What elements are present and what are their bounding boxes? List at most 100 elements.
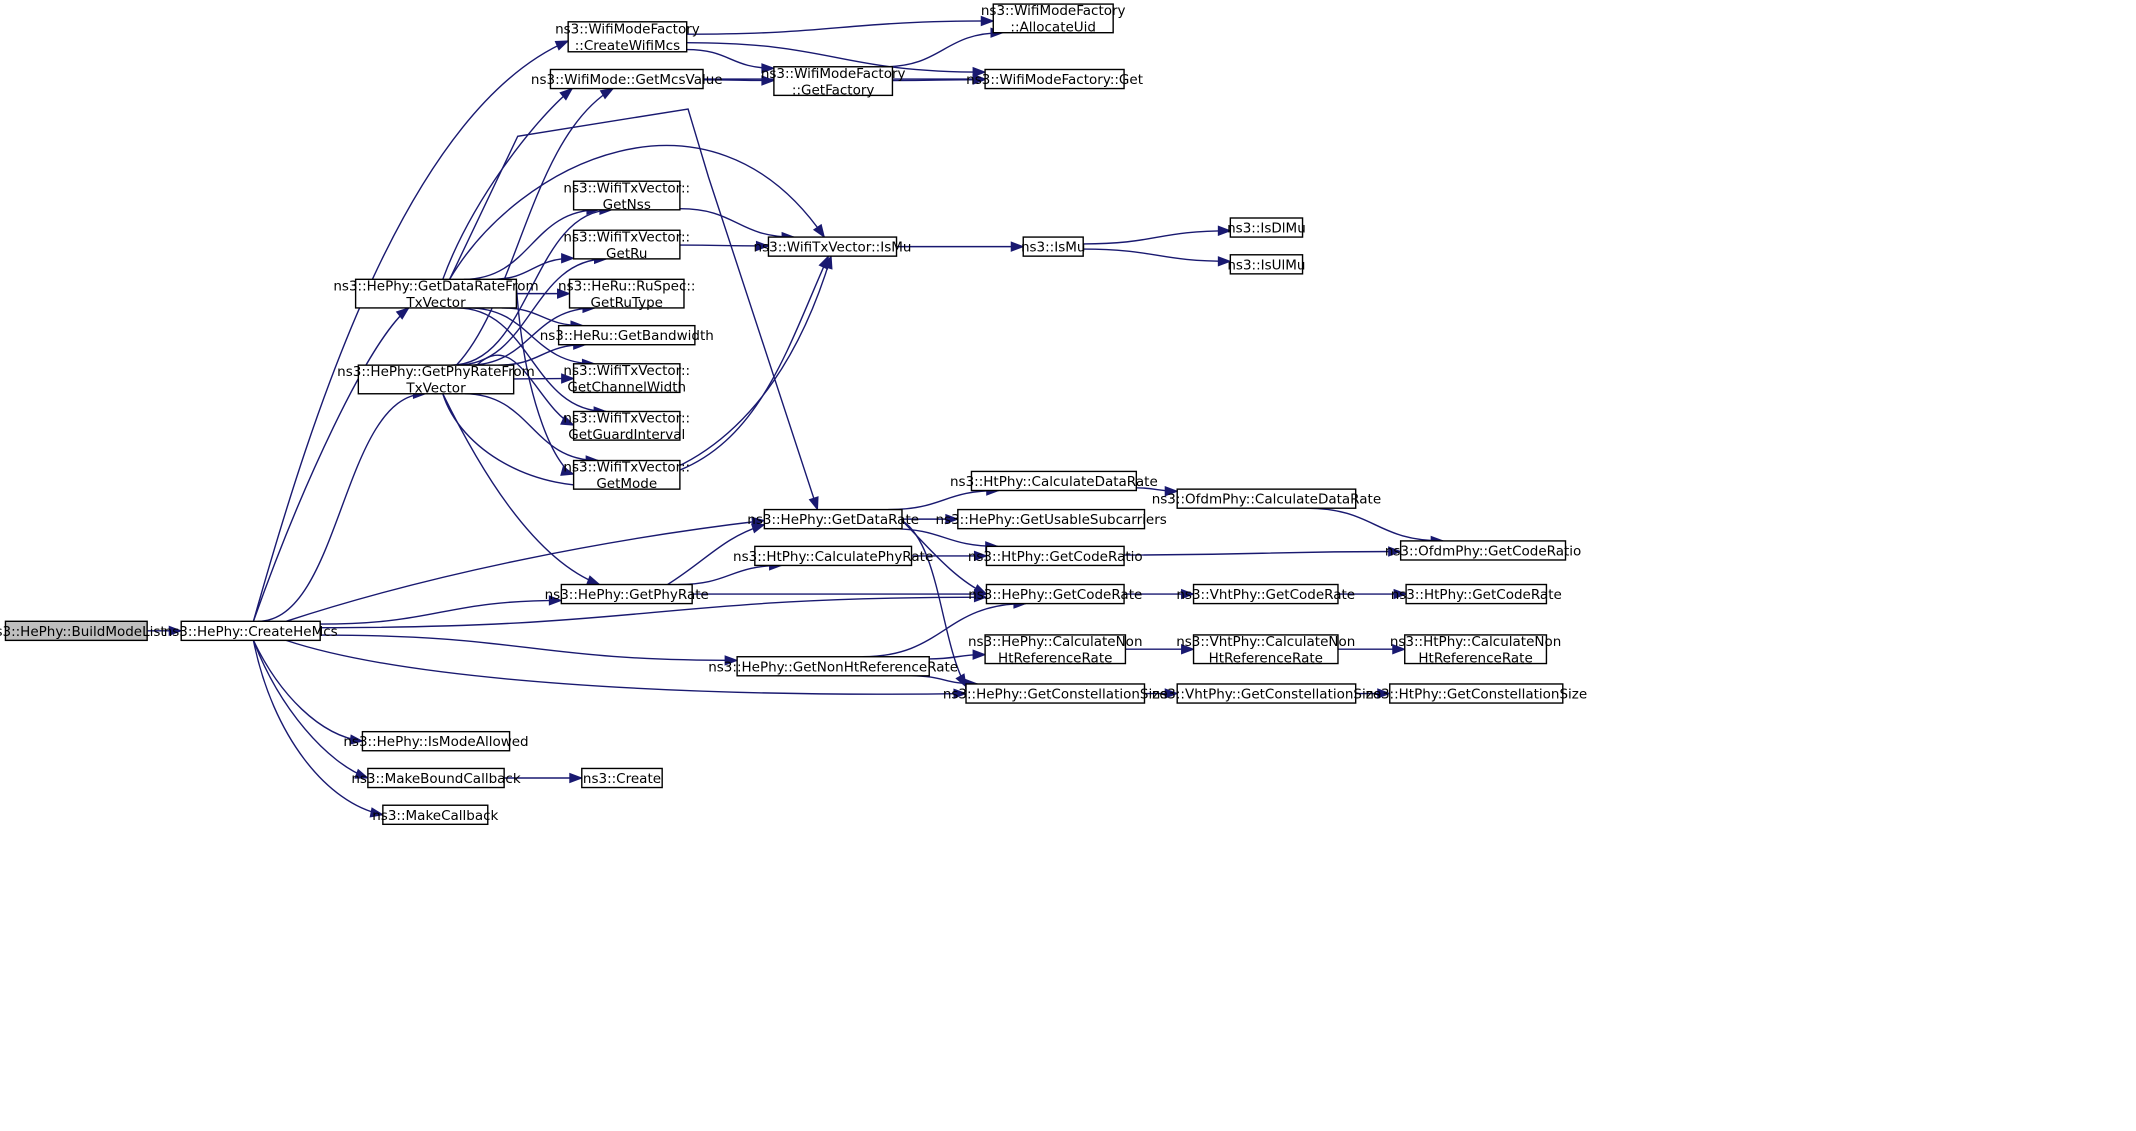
node-label: ns3::HePhy::CalculateNon [968, 634, 1143, 650]
call-edge-vhtcalcnonht-to-htcalcnonht [1337, 644, 1407, 655]
call-edge-createwifimcs-to-allocateuid [686, 15, 995, 35]
node-box [1176, 683, 1357, 704]
node-box [767, 236, 898, 257]
call-edge-ofdmcalcdatarate-to-ofdmcoderatio [1306, 507, 1445, 547]
function-node-htcalcdatarate[interactable]: ns3::HtPhy::CalculateDataRate [950, 470, 1158, 492]
function-node-getphyrate[interactable]: ns3::HePhy::GetPhyRate [545, 583, 709, 605]
call-edge-createhemcs-to-heconst [285, 639, 968, 699]
node-box [1229, 217, 1304, 238]
function-node-getmcsvalue[interactable]: ns3::WifiMode::GetMcsValue [531, 68, 723, 90]
node-label: ns3::VhtPhy::GetCodeRate [1176, 587, 1355, 603]
node-label: ns3::HtPhy::GetCodeRate [1391, 587, 1562, 603]
node-label: ns3::HtPhy::GetCodeRatio [968, 549, 1143, 565]
call-edge-getdataratefromtx-to-getmode [515, 286, 575, 476]
node-label: ns3::HtPhy::CalculateNon [1390, 634, 1562, 650]
node-label: ns3::MakeBoundCallback [351, 771, 521, 787]
node-label: ns3::OfdmPhy::CalculateDataRate [1152, 492, 1381, 508]
function-node-usablesub[interactable]: ns3::HePhy::GetUsableSubcarriers [936, 508, 1167, 530]
node-label: GetGuardInterval [568, 427, 685, 443]
function-node-getru[interactable]: ns3::WifiTxVector::GetRu [563, 229, 690, 262]
node-box [354, 278, 518, 309]
function-node-getbandwidth[interactable]: ns3::HeRu::GetBandwidth [540, 324, 714, 346]
node-label: ns3::MakeCallback [372, 808, 498, 824]
call-edge-getdatarate-to-usablesub [901, 513, 960, 525]
function-node-create[interactable]: ns3::Create [581, 767, 663, 789]
node-box [736, 656, 930, 677]
node-label: GetMode [596, 476, 657, 492]
function-node-createhemcs[interactable]: ns3::HePhy::CreateHeMcs [164, 620, 338, 642]
node-box [984, 68, 1125, 90]
node-box [1405, 583, 1548, 605]
node-box [572, 459, 681, 490]
node-box [572, 229, 681, 260]
function-node-allocateuid[interactable]: ns3::WifiModeFactory::AllocateUid [981, 3, 1126, 36]
function-node-createwifimcs[interactable]: ns3::WifiModeFactory::CreateWifiMcs [555, 21, 700, 55]
node-label: GetChannelWidth [567, 379, 686, 395]
call-edge-makebound-to-create [504, 772, 584, 784]
function-node-getfactory[interactable]: ns3::WifiModeFactory::GetFactory [761, 66, 906, 99]
node-box [567, 21, 688, 53]
function-node-makebound[interactable]: ns3::MakeBoundCallback [351, 767, 521, 789]
node-box [568, 278, 685, 309]
node-label: ns3::IsDlMu [1227, 221, 1306, 237]
function-node-getguardinterval[interactable]: ns3::WifiTxVector::GetGuardInterval [563, 411, 690, 444]
node-box [763, 508, 903, 530]
function-node-htconst[interactable]: ns3::HtPhy::GetConstellationSize [1365, 683, 1587, 704]
call-edge-getnonht-to-hecalcnonht [929, 649, 987, 660]
function-node-wmfget[interactable]: ns3::WifiModeFactory::Get [966, 68, 1143, 90]
function-node-htcoderatio[interactable]: ns3::HtPhy::GetCodeRatio [968, 545, 1143, 567]
function-node-getnss[interactable]: ns3::WifiTxVector::GetNss [563, 180, 690, 213]
node-box [357, 364, 515, 395]
node-box [1404, 634, 1548, 665]
node-label: GetRuType [591, 295, 663, 311]
function-node-htcoderate[interactable]: ns3::HtPhy::GetCodeRate [1391, 583, 1562, 605]
node-box [992, 3, 1114, 34]
node-box [382, 804, 489, 826]
function-node-ismodeallowed[interactable]: ns3::HePhy::IsModeAllowed [343, 730, 529, 752]
node-box [1399, 540, 1567, 561]
node-label: ns3::WifiTxVector:: [563, 180, 690, 196]
function-nodes: ns3::HePhy::BuildModeListns3::HePhy::Cre… [0, 3, 1587, 826]
node-box [985, 545, 1125, 567]
function-node-ismu[interactable]: ns3::IsMu [1021, 236, 1086, 257]
node-box [1389, 683, 1564, 704]
node-label: ns3::WifiModeFactory [981, 3, 1126, 19]
function-node-getrutype[interactable]: ns3::HeRu::RuSpec::GetRuType [558, 278, 695, 311]
call-edge-hecalcnonht-to-vhtcalcnonht [1125, 644, 1195, 655]
function-node-isdlmu[interactable]: ns3::IsDlMu [1227, 217, 1306, 238]
call-edge-createhemcs-to-makebound [252, 640, 370, 779]
function-node-vhtconst[interactable]: ns3::VhtPhy::GetConstellationSize [1152, 683, 1381, 704]
function-node-heconst[interactable]: ns3::HePhy::GetConstellationSize [943, 683, 1168, 704]
function-node-getdatarate[interactable]: ns3::HePhy::GetDataRate [747, 508, 919, 530]
function-node-vhtcoderate[interactable]: ns3::VhtPhy::GetCodeRate [1176, 583, 1355, 605]
node-box [361, 730, 511, 752]
function-node-makecallback[interactable]: ns3::MakeCallback [372, 804, 499, 826]
function-node-ofdmcalcdatarate[interactable]: ns3::OfdmPhy::CalculateDataRate [1152, 488, 1381, 509]
function-node-getchannelwidth[interactable]: ns3::WifiTxVector::GetChannelWidth [563, 363, 690, 396]
node-label: ns3::HePhy::CreateHeMcs [164, 624, 338, 640]
function-node-isulmu[interactable]: ns3::IsUlMu [1227, 254, 1306, 275]
function-node-build[interactable]: ns3::HePhy::BuildModeList [0, 620, 166, 642]
function-node-ofdmcoderatio[interactable]: ns3::OfdmPhy::GetCodeRatio [1385, 540, 1581, 561]
node-box [773, 66, 894, 97]
call-edge-getdataratefromtx-to-txismu [449, 144, 826, 280]
function-node-getmode[interactable]: ns3::WifiTxVector::GetMode [563, 460, 690, 493]
node-label: HtReferenceRate [1209, 650, 1323, 666]
node-box [367, 767, 505, 789]
function-node-txismu[interactable]: ns3::WifiTxVector::IsMu [754, 236, 912, 257]
node-label: ns3::VhtPhy::CalculateNon [1176, 634, 1355, 650]
function-node-hecoderate[interactable]: ns3::HePhy::GetCodeRate [968, 583, 1142, 605]
function-node-htcalcphyrate[interactable]: ns3::HtPhy::CalculatePhyRate [733, 545, 933, 567]
call-edge-getru-to-txismu [679, 240, 770, 252]
function-node-getnonht[interactable]: ns3::HePhy::GetNonHtReferenceRate [708, 656, 958, 677]
call-edge-getmode-to-txismu [679, 254, 830, 471]
call-edge-getphyrate-to-getdatarate [667, 523, 766, 586]
call-edge-getdataratefromtx-to-getrutype [516, 288, 571, 299]
call-edge-htcoderatio-to-ofdmcoderatio [1124, 546, 1403, 557]
node-label: HtReferenceRate [998, 650, 1112, 666]
